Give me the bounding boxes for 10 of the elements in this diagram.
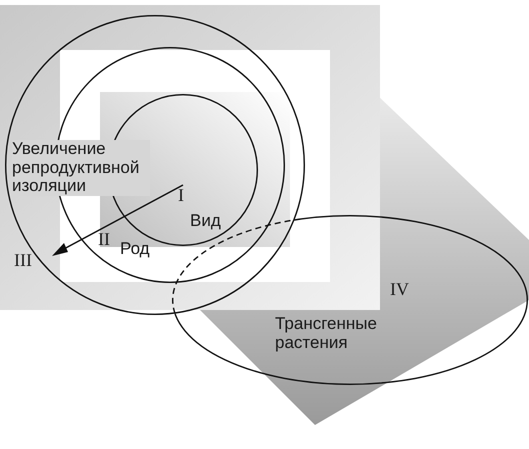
circle-region (5, 15, 305, 315)
region-numeral: III (14, 251, 32, 271)
ellipse-region (172, 215, 528, 385)
region-numeral: I (178, 186, 184, 206)
region-numeral: IV (390, 280, 409, 300)
note-text: Увеличение репродуктивной изоляции (12, 140, 150, 196)
region-label: Вид (190, 212, 221, 231)
region-label: Трансгенные растения (275, 315, 378, 352)
region-numeral: II (98, 230, 110, 250)
region-label: Род (120, 240, 150, 259)
